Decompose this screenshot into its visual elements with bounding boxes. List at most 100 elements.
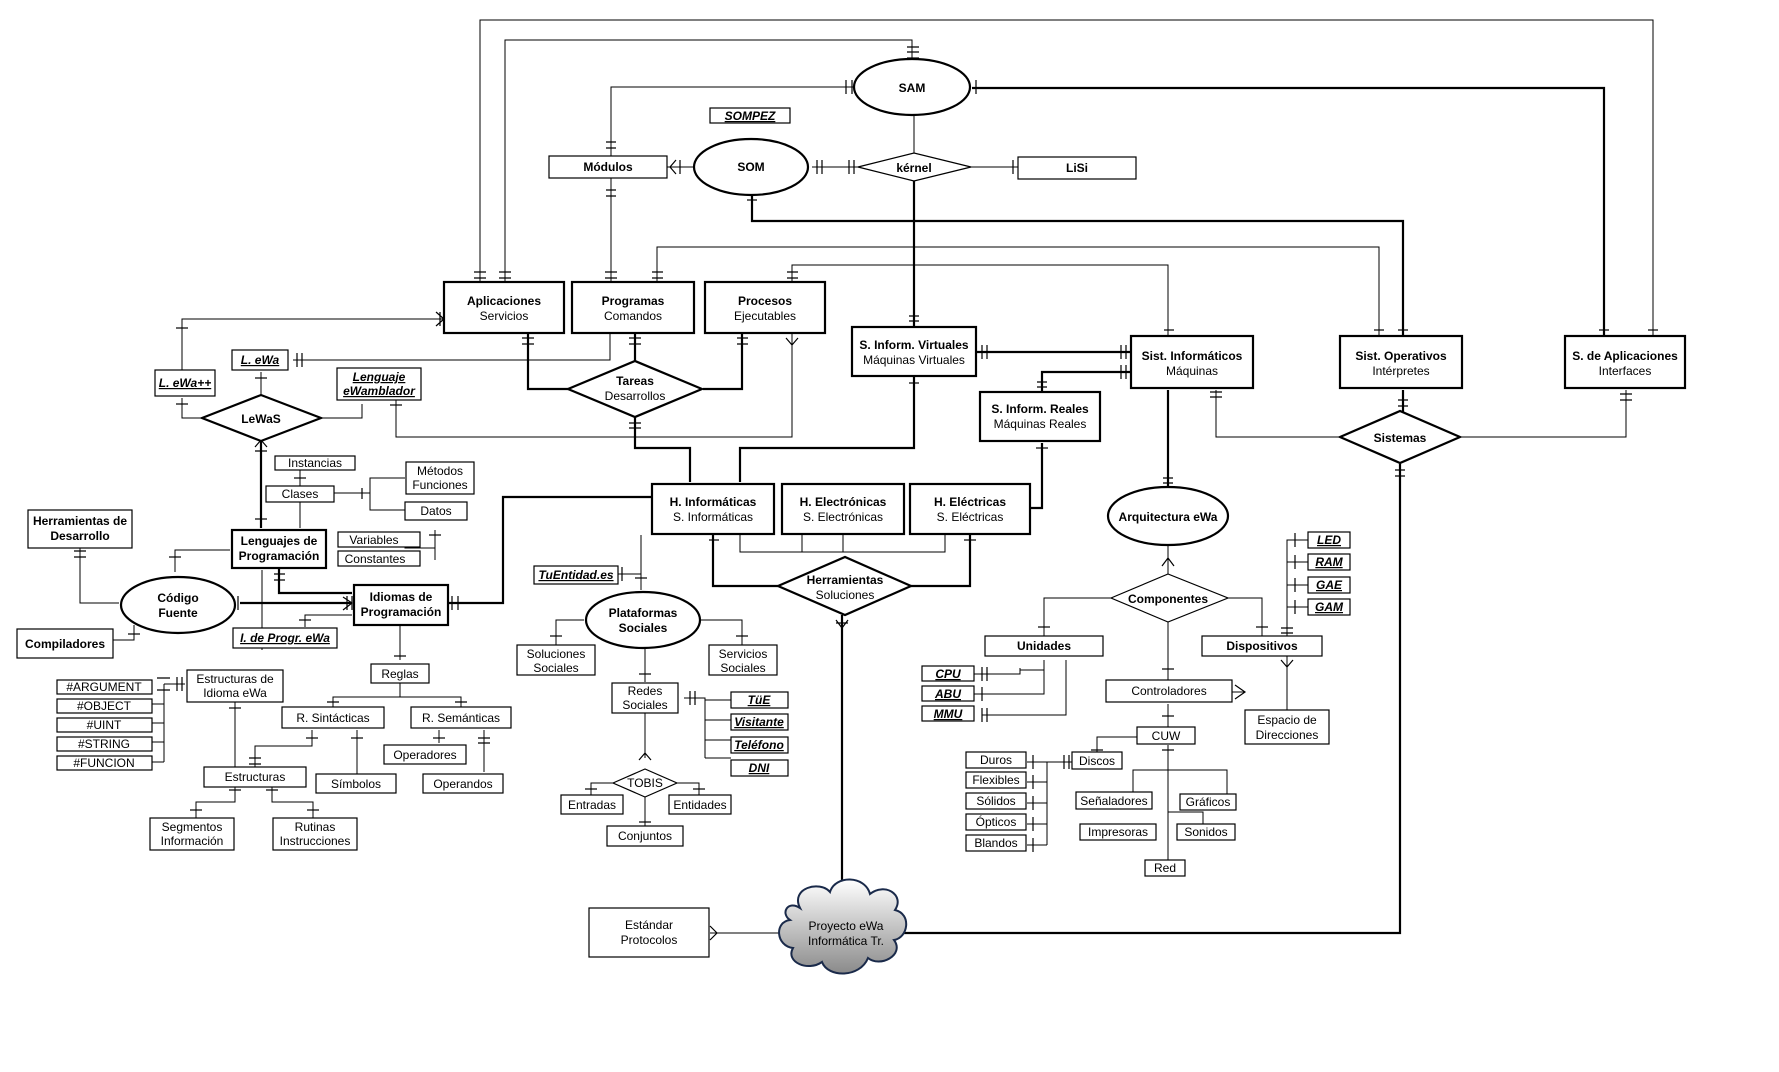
som-entity[interactable] — [692, 137, 810, 197]
abu-attribute[interactable] — [921, 685, 975, 702]
s-de-aplicaciones-entity[interactable] — [1563, 334, 1687, 390]
flexibles-label: Flexibles — [972, 773, 1019, 787]
blandos-entity[interactable] — [965, 834, 1027, 852]
compiladores-entity[interactable] — [16, 628, 114, 659]
sist-operativos-entity[interactable] — [1338, 334, 1464, 390]
l-ewa-attribute[interactable] — [231, 349, 289, 371]
espacio-direcciones-entity[interactable] — [1244, 709, 1330, 745]
opticos-entity[interactable] — [965, 813, 1027, 831]
constantes-attribute[interactable] — [337, 550, 421, 567]
entradas-entity[interactable] — [560, 794, 624, 815]
h-informaticas-entity[interactable] — [650, 482, 776, 536]
sompez-attribute[interactable] — [709, 107, 791, 124]
h-electronicas-entity[interactable] — [780, 482, 906, 536]
clases-attribute[interactable] — [265, 485, 335, 503]
lenguajes-programacion-entity[interactable] — [230, 528, 328, 570]
sistemas-relationship[interactable] — [1337, 409, 1463, 465]
modulos-entity[interactable] — [548, 155, 668, 179]
uint-attribute[interactable] — [56, 717, 153, 733]
plataformas-sociales-entity[interactable] — [584, 590, 702, 650]
s-inform-reales-entity[interactable] — [978, 390, 1102, 443]
cuw-entity[interactable] — [1136, 726, 1196, 745]
proyecto-ewa-cloud[interactable] — [778, 878, 908, 975]
object-attribute[interactable] — [56, 698, 153, 714]
string-label: #STRING — [78, 737, 130, 751]
string-attribute[interactable] — [56, 736, 153, 752]
estandar-protocolos-entity[interactable] — [588, 907, 710, 958]
tuentidad-attribute[interactable] — [533, 565, 619, 585]
estructuras-entity[interactable] — [203, 766, 307, 788]
herramientas-desarrollo-entity[interactable] — [27, 509, 133, 549]
arquitectura-ewa-entity[interactable] — [1106, 485, 1230, 547]
operadores-entity[interactable] — [383, 744, 467, 765]
lewas-relationship[interactable] — [198, 393, 325, 443]
reglas-entity[interactable] — [370, 663, 430, 684]
aplicaciones-entity[interactable] — [442, 280, 566, 335]
gae-attribute[interactable] — [1307, 576, 1351, 594]
s-inform-virtuales-entity[interactable] — [850, 325, 978, 378]
sonidos-entity[interactable] — [1176, 823, 1236, 841]
sam-entity[interactable] — [852, 57, 972, 117]
gam-attribute[interactable] — [1307, 598, 1351, 616]
h-electricas-entity[interactable] — [908, 482, 1032, 536]
discos-entity[interactable] — [1071, 751, 1123, 770]
simbolos-entity[interactable] — [315, 773, 397, 794]
solidos-entity[interactable] — [965, 792, 1027, 810]
unidades-entity[interactable] — [984, 635, 1104, 657]
ram-label: RAM — [1315, 555, 1343, 569]
cpu-attribute[interactable] — [921, 665, 975, 682]
segmentos-entity[interactable] — [149, 817, 235, 851]
tobis-relationship[interactable] — [611, 768, 679, 798]
senaladores-entity[interactable] — [1075, 791, 1153, 810]
telefono-attribute[interactable] — [730, 736, 789, 754]
conjuntos-entity[interactable] — [606, 825, 684, 847]
mmu-attribute[interactable] — [921, 705, 975, 722]
operandos-entity[interactable] — [422, 773, 504, 794]
diagram-shapes — [16, 57, 1687, 975]
funcion-attribute[interactable] — [56, 755, 153, 771]
metodos-attribute[interactable] — [405, 461, 475, 495]
lisi-entity[interactable] — [1017, 156, 1137, 180]
idiomas-programacion-entity[interactable] — [352, 583, 450, 627]
lenguaje-ewamblador-attribute[interactable] — [336, 367, 422, 401]
herramientas-relationship[interactable] — [775, 555, 914, 617]
led-attribute[interactable] — [1307, 531, 1351, 549]
rutinas-entity[interactable] — [272, 817, 358, 851]
sist-informaticos-entity[interactable] — [1129, 334, 1255, 390]
tareas-relationship[interactable] — [565, 359, 705, 419]
datos-attribute[interactable] — [404, 501, 468, 521]
graficos-entity[interactable] — [1179, 793, 1237, 811]
l-ewapp-attribute[interactable] — [154, 369, 216, 397]
argument-attribute[interactable] — [56, 679, 153, 695]
ram-attribute[interactable] — [1307, 553, 1351, 571]
procesos-entity[interactable] — [703, 280, 827, 335]
object-label: #OBJECT — [77, 699, 132, 713]
entidades-entity[interactable] — [668, 794, 732, 815]
variables-attribute[interactable] — [337, 531, 421, 548]
instancias-attribute[interactable] — [274, 455, 356, 471]
servicios-sociales-entity[interactable] — [708, 644, 778, 676]
programas-entity[interactable] — [570, 280, 696, 335]
impresoras-entity[interactable] — [1079, 823, 1157, 841]
componentes-relationship[interactable] — [1109, 573, 1230, 623]
r-sintacticas-entity[interactable] — [281, 706, 385, 729]
r-semanticas-entity[interactable] — [410, 706, 512, 729]
codigo-fuente-entity[interactable] — [119, 575, 237, 635]
dni-attribute[interactable] — [730, 759, 789, 777]
dispositivos-entity[interactable] — [1201, 635, 1323, 657]
duros-entity[interactable] — [965, 751, 1027, 769]
soluciones-sociales-entity[interactable] — [516, 644, 596, 676]
i-de-progr-ewa-attribute[interactable] — [232, 627, 338, 649]
kernel-relationship[interactable] — [857, 152, 972, 182]
controladores-entity[interactable] — [1105, 679, 1233, 703]
visitante-attribute[interactable] — [730, 713, 789, 731]
flexibles-entity[interactable] — [965, 771, 1027, 789]
tue-attribute[interactable] — [730, 691, 789, 709]
estructuras-idioma-entity[interactable] — [186, 669, 284, 703]
red-entity[interactable] — [1144, 859, 1186, 877]
redes-sociales-entity[interactable] — [611, 682, 679, 714]
